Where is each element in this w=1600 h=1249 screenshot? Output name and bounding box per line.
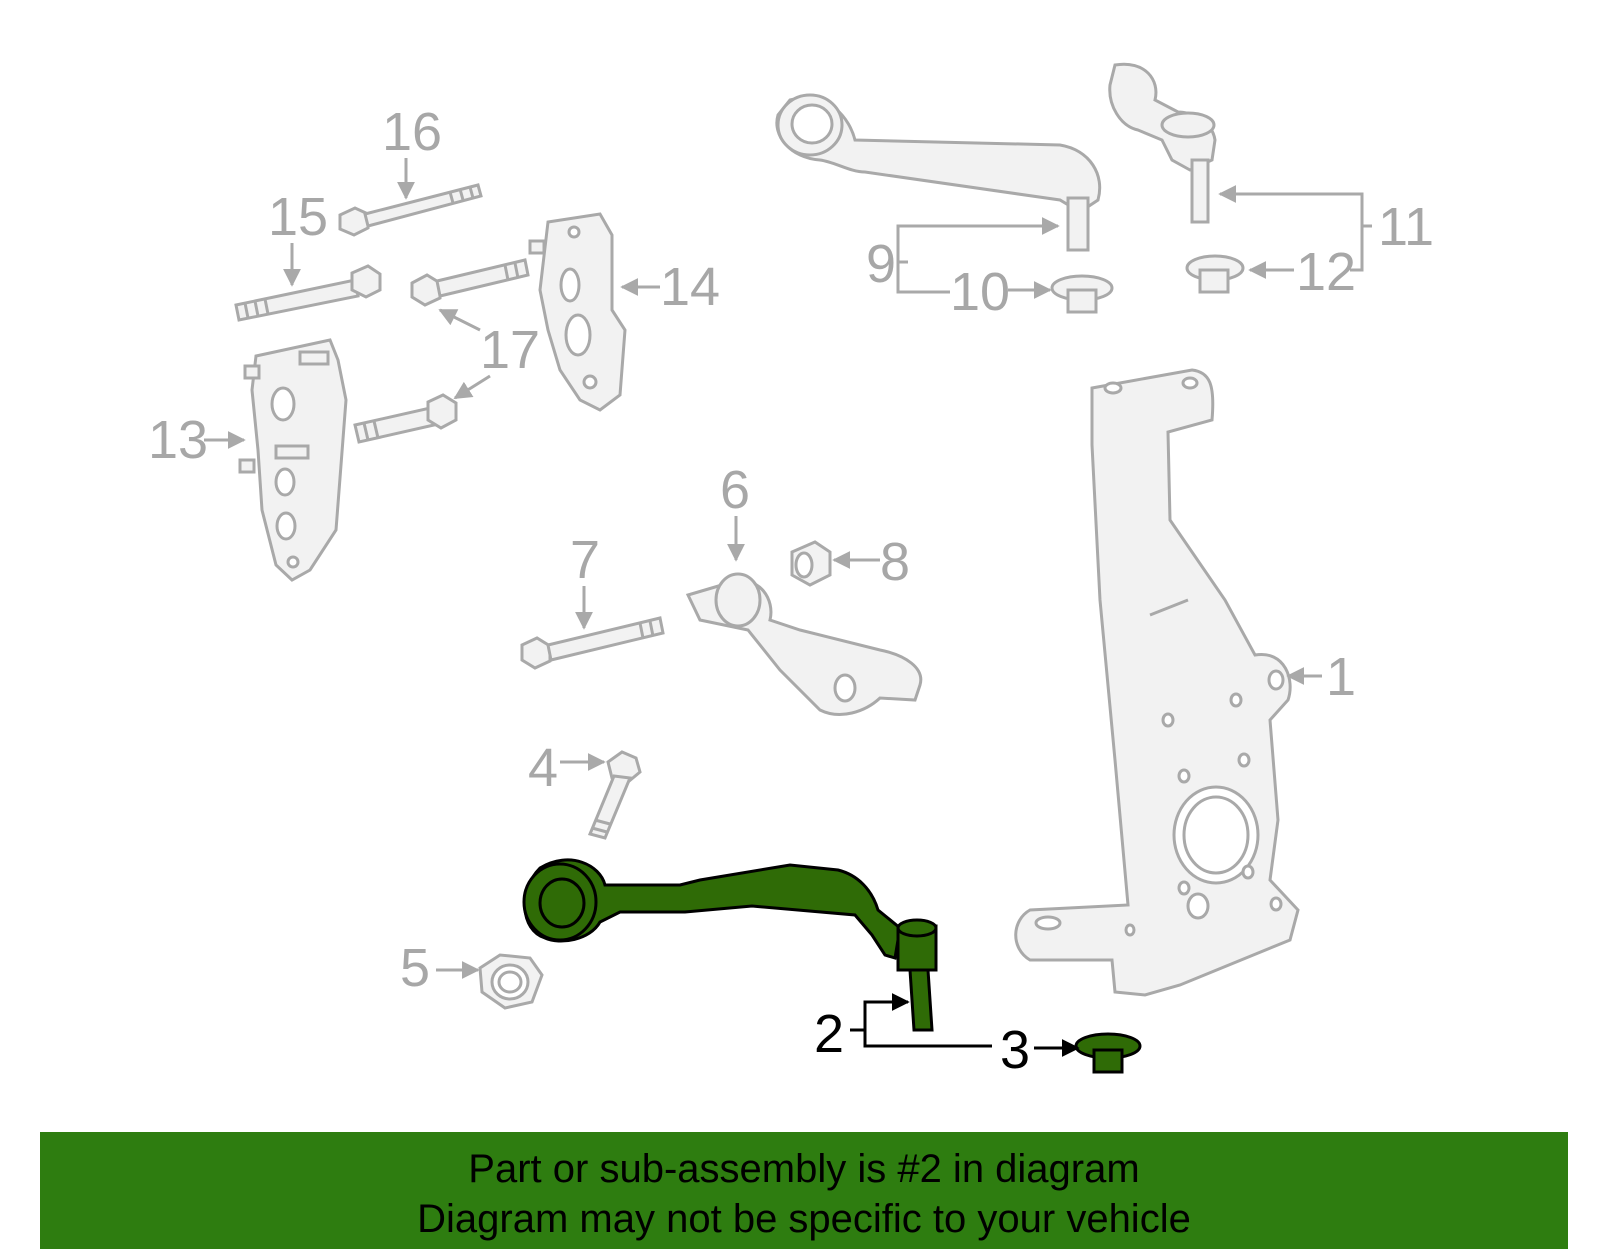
label-4: 4 <box>528 738 558 798</box>
label-8: 8 <box>880 532 910 592</box>
part-17-bolt-lower[interactable] <box>353 393 458 444</box>
label-7: 7 <box>570 530 600 590</box>
part-11-link[interactable] <box>1108 62 1217 224</box>
label-16: 16 <box>382 102 442 162</box>
part-1-knuckle[interactable] <box>1014 368 1300 997</box>
part-8-nut[interactable] <box>790 540 832 587</box>
label-13: 13 <box>148 410 208 470</box>
label-2: 2 <box>814 1004 844 1064</box>
part-15-bolt[interactable] <box>234 264 382 322</box>
label-5: 5 <box>400 938 430 998</box>
part-14-bracket[interactable] <box>528 212 627 412</box>
parts-diagram: 16 15 17 14 <box>148 62 1434 1080</box>
part-2-lower-arm-highlighted[interactable] <box>522 858 938 1032</box>
part-9-upper-arm[interactable] <box>775 93 1102 252</box>
part-4-bolt[interactable] <box>587 750 642 840</box>
label-12: 12 <box>1296 242 1356 302</box>
part-13-bracket[interactable] <box>238 338 348 582</box>
info-banner: Part or sub-assembly is #2 in diagram Di… <box>40 1132 1568 1249</box>
part-17-bolt-upper[interactable] <box>410 258 530 307</box>
part-12-nut[interactable] <box>1185 254 1245 294</box>
label-10: 10 <box>950 262 1010 322</box>
label-1: 1 <box>1326 647 1356 707</box>
label-11: 11 <box>1378 197 1434 257</box>
label-3: 3 <box>1000 1020 1030 1080</box>
label-14: 14 <box>660 257 720 317</box>
part-7-bolt[interactable] <box>520 616 665 670</box>
label-15: 15 <box>268 187 328 247</box>
part-3-nut-highlighted[interactable] <box>1074 1032 1142 1074</box>
part-10-nut[interactable] <box>1050 274 1114 314</box>
label-6: 6 <box>720 460 750 520</box>
label-9: 9 <box>866 234 896 294</box>
part-5-nut[interactable] <box>478 953 544 1010</box>
banner-line-part: Part or sub-assembly is #2 in diagram <box>468 1147 1140 1191</box>
part-6-link[interactable] <box>685 572 923 716</box>
label-17: 17 <box>480 320 540 380</box>
banner-line-disclaimer: Diagram may not be specific to your vehi… <box>417 1197 1191 1241</box>
part-16-bolt[interactable] <box>338 183 483 237</box>
